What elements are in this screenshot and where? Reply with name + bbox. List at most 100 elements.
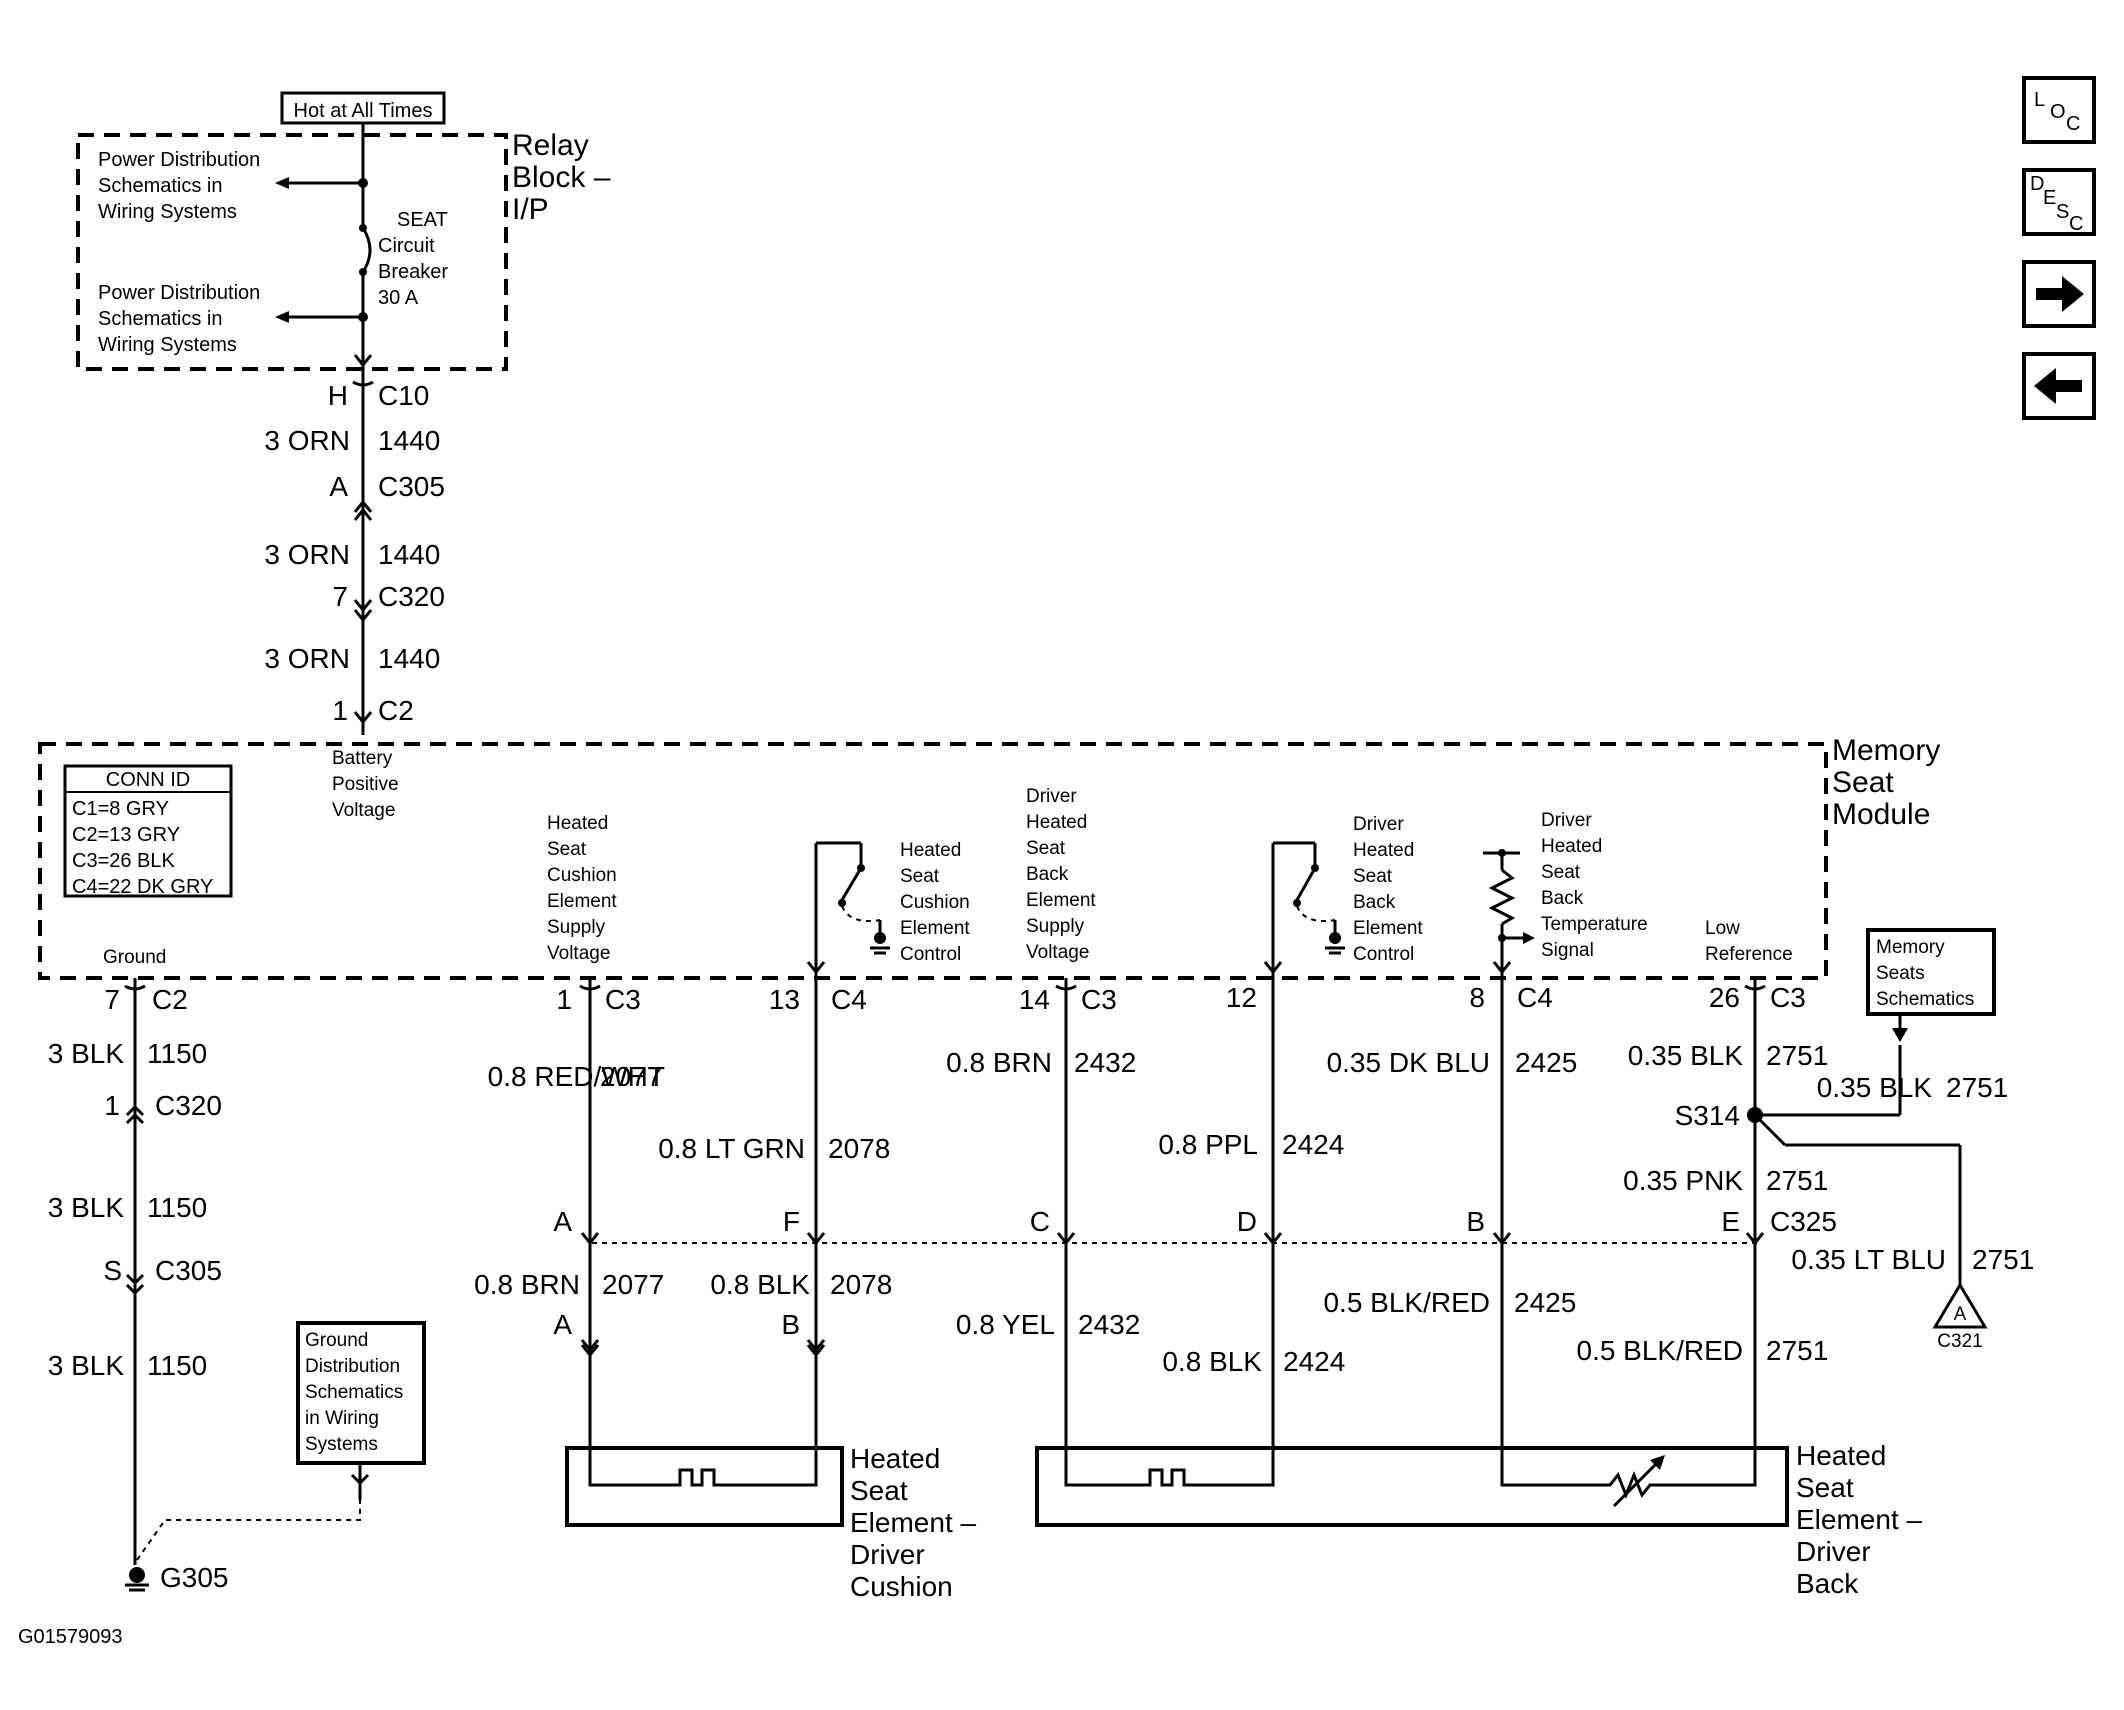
memory-seat-module-box [38, 742, 1828, 980]
c2-wire-top: 0.8 LT GRN [658, 1133, 805, 1164]
back-supply-l1: Driver [1026, 786, 1077, 807]
relay-block-title-1: Relay [512, 129, 589, 162]
c6-wire-top: 0.35 BLK [1628, 1040, 1744, 1071]
cushion-element-l1: Heated [850, 1443, 940, 1474]
relay-block-title-2: Block – [512, 161, 611, 194]
c4-wire-top: 0.8 PPL [1158, 1129, 1258, 1160]
ground-dist-l5: Systems [305, 1434, 378, 1455]
memory-seats-l3: Schematics [1876, 989, 1974, 1010]
desc-e: E [2043, 187, 2056, 209]
feed-conn-c320: C320 [378, 581, 445, 612]
back-element-l4: Driver [1796, 1536, 1871, 1567]
back-element-l2: Seat [1796, 1472, 1854, 1503]
back-control-l1: Driver [1353, 814, 1404, 835]
back-supply-l6: Supply [1026, 916, 1085, 937]
back-control-l5: Element [1353, 918, 1423, 939]
c5-conn: C4 [1517, 982, 1553, 1013]
c5-wire-bot: 0.5 BLK/RED [1323, 1287, 1490, 1318]
memory-seats-circuit: 2751 [1946, 1072, 2008, 1103]
c2-conn: C4 [831, 984, 867, 1015]
back-control-l6: Control [1353, 944, 1414, 965]
lt-blu-wire: 0.35 LT BLU [1791, 1244, 1946, 1275]
feed-pin-1: 1 [332, 695, 348, 726]
loc-button[interactable]: L O C [2022, 76, 2096, 144]
cushion-element-l5: Cushion [850, 1571, 953, 1602]
gnd-pin-1: 1 [104, 1090, 120, 1121]
low-ref-l1: Low [1705, 918, 1740, 939]
cushion-control-l3: Cushion [900, 892, 970, 913]
feed-wire-1: 3 ORN [264, 425, 350, 456]
c6-circ-top: 2751 [1766, 1040, 1828, 1071]
c3-circ-top: 2432 [1074, 1047, 1136, 1078]
c1-pin: 1 [556, 984, 572, 1015]
c3-pin: 14 [1019, 984, 1050, 1015]
battery-l1: Battery [332, 748, 393, 769]
low-ref-l2: Reference [1705, 944, 1793, 965]
c2-wire-bot: 0.8 BLK [710, 1269, 810, 1300]
module-title-1: Memory [1832, 734, 1940, 767]
circuit-breaker-symbol [361, 227, 372, 273]
c1-circ-top: 2077 [600, 1061, 662, 1092]
back-supply-l3: Seat [1026, 838, 1066, 859]
c2-circ-bot: 2078 [830, 1269, 892, 1300]
cushion-supply-l5: Supply [547, 917, 606, 938]
feed-circuit-1: 1440 [378, 425, 440, 456]
c4-cavity: D [1237, 1206, 1257, 1237]
figure-id: G01579093 [18, 1626, 123, 1648]
splice-s314: S314 [1675, 1100, 1740, 1131]
cushion-control-l4: Element [900, 918, 970, 939]
back-control-l2: Heated [1353, 840, 1414, 861]
loc-o: O [2050, 101, 2066, 123]
breaker-l3: Breaker [378, 261, 448, 283]
arrow-left-icon [275, 311, 289, 323]
gnd-circuit-3: 1150 [147, 1350, 207, 1381]
conn-id-row-3: C3=26 BLK [72, 850, 176, 872]
ground-dist-l3: Schematics [305, 1382, 403, 1403]
feed-pin-7: 7 [332, 581, 348, 612]
cushion-supply-l1: Heated [547, 813, 608, 834]
gnd-conn-c2: C2 [152, 984, 188, 1015]
c1-wire-top: 0.8 RED/WHT [488, 1061, 665, 1092]
c6-circ-bot: 2751 [1766, 1335, 1828, 1366]
feed-circuit-3: 1440 [378, 643, 440, 674]
c1-cavity-2: A [553, 1309, 572, 1340]
memory-seats-l1: Memory [1876, 937, 1945, 958]
c6-cavity: E [1721, 1206, 1740, 1237]
c6-wire-bot: 0.5 BLK/RED [1576, 1335, 1743, 1366]
conn-id-row-2: C2=13 GRY [72, 824, 180, 846]
ground-circuit [124, 978, 361, 1592]
back-element-l1: Heated [1796, 1440, 1886, 1471]
battery-l2: Positive [332, 774, 399, 795]
power-dist-2-l2: Schematics in [98, 308, 223, 330]
temp-signal-l4: Back [1541, 888, 1584, 909]
gnd-circuit-2: 1150 [147, 1192, 207, 1223]
cushion-element-l2: Seat [850, 1475, 908, 1506]
conn-id-row-4: C4=22 DK GRY [72, 876, 213, 898]
memory-seats-box [1866, 928, 1996, 1016]
c6-pin: 26 [1709, 982, 1740, 1013]
breaker-l2: Circuit [378, 235, 435, 257]
c2-circ-top: 2078 [828, 1133, 890, 1164]
desc-button[interactable]: D E S C [2022, 168, 2096, 236]
lt-blu-circuit: 2751 [1972, 1244, 2034, 1275]
c4-circ-bot: 2424 [1283, 1346, 1345, 1377]
gnd-pin-7: 7 [104, 984, 120, 1015]
next-page-button[interactable] [2022, 260, 2096, 328]
c3-wire-bot: 0.8 YEL [956, 1309, 1055, 1340]
desc-d: D [2030, 173, 2044, 195]
memory-seats-l2: Seats [1876, 963, 1925, 984]
back-heater-symbol [1064, 1448, 1275, 1487]
ground-dist-l4: in Wiring [305, 1408, 379, 1429]
cushion-control-l1: Heated [900, 840, 961, 861]
power-dist-1-l1: Power Distribution [98, 149, 260, 171]
gnd-wire-3: 3 BLK [48, 1350, 125, 1381]
cushion-supply-l3: Cushion [547, 865, 617, 886]
battery-l3: Voltage [332, 800, 395, 821]
power-dist-1-l2: Schematics in [98, 175, 223, 197]
cushion-heater-symbol [588, 1448, 818, 1487]
feed-conn-c305: C305 [378, 471, 445, 502]
feed-wire-2: 3 ORN [264, 539, 350, 570]
c6-conn: C3 [1770, 982, 1806, 1013]
previous-page-button[interactable] [2022, 352, 2096, 420]
